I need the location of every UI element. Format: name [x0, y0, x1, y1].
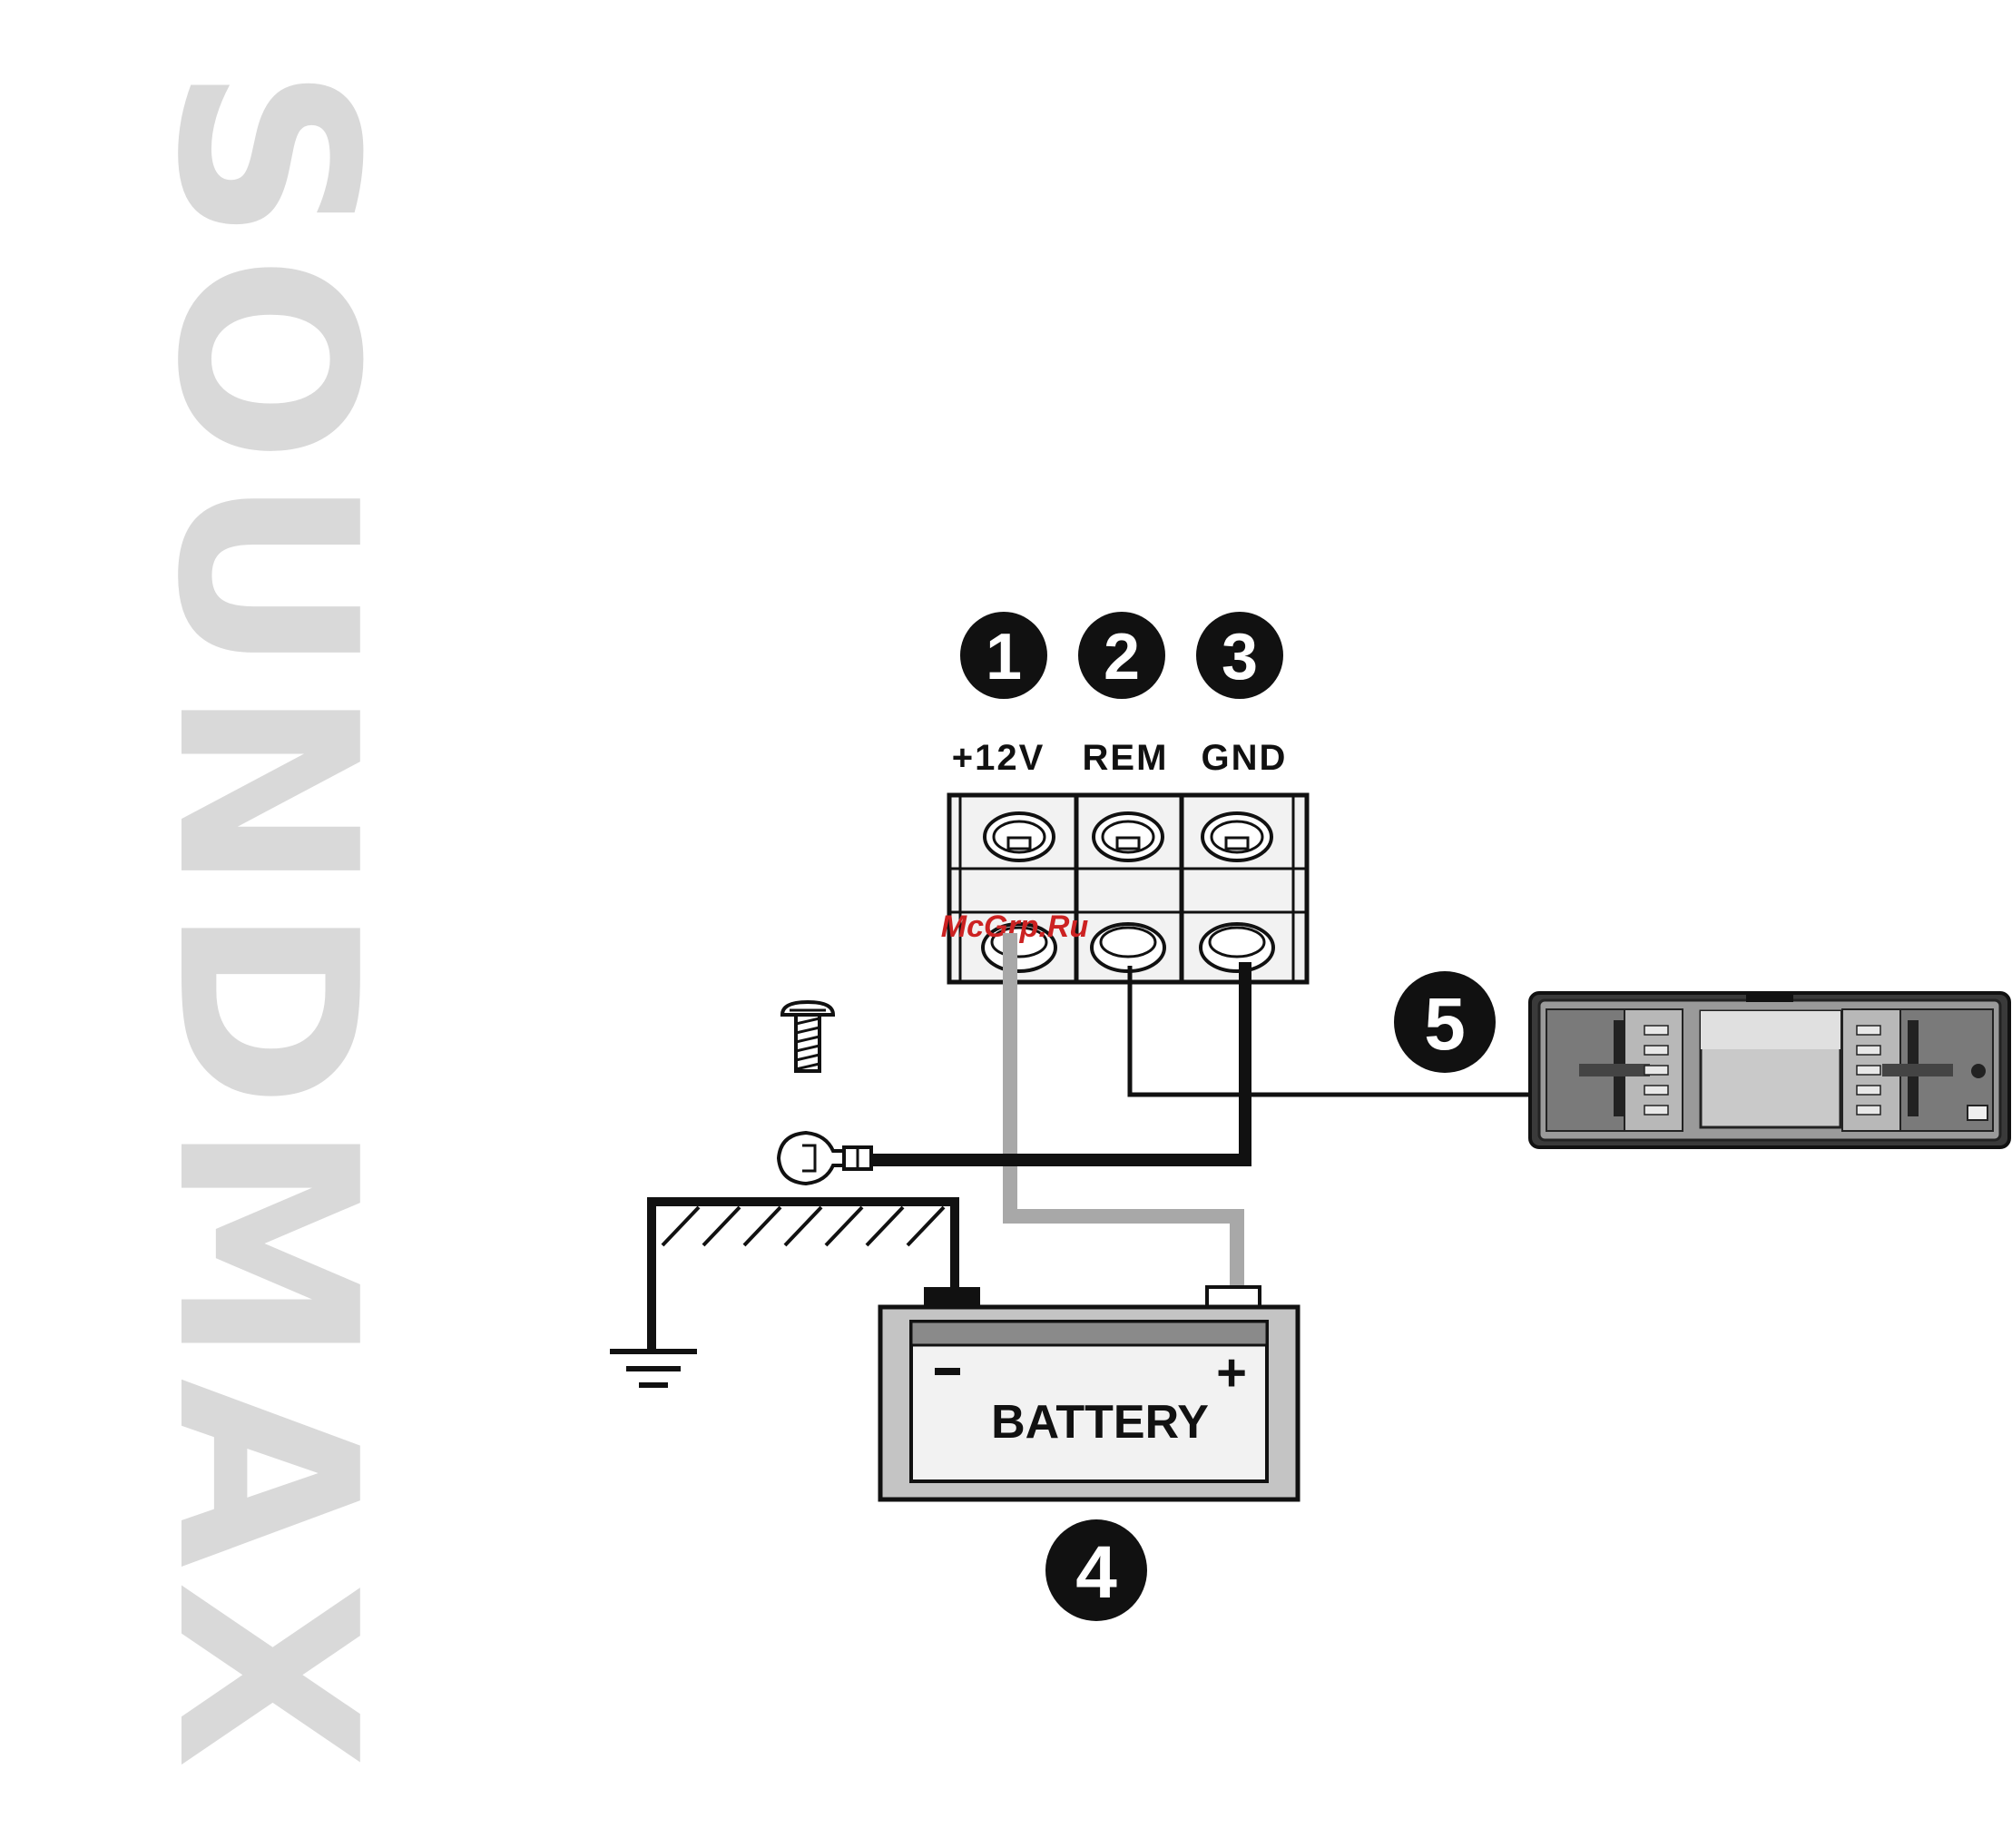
brand-logo: SOUNDMAX	[123, 65, 409, 1782]
head-unit-icon	[1530, 993, 2009, 1147]
battery-negative-post	[924, 1287, 980, 1307]
screw-icon	[782, 1002, 833, 1071]
callout-5: 5	[1394, 971, 1496, 1073]
ring-terminal-icon	[779, 1133, 871, 1184]
callout-2-number: 2	[1104, 621, 1140, 693]
terminal-label-12v: +12V	[952, 738, 1045, 778]
callout-4-number: 4	[1075, 1531, 1117, 1614]
terminal-label-rem: REM	[1083, 738, 1169, 778]
battery: + BATTERY	[880, 1287, 1298, 1499]
callout-5-number: 5	[1424, 983, 1466, 1066]
callout-2: 2	[1078, 612, 1165, 699]
terminal-screw-top-rem	[1094, 813, 1163, 860]
ground-wire	[873, 962, 1245, 1160]
terminal-hole-rem	[1092, 924, 1164, 971]
callout-3-number: 3	[1222, 621, 1258, 693]
callout-1-number: 1	[986, 621, 1022, 693]
terminal-screw-top-gnd	[1202, 813, 1271, 860]
callout-1: 1	[960, 612, 1047, 699]
power-wire	[1010, 933, 1237, 1289]
battery-positive-post	[1207, 1287, 1260, 1307]
ground-symbol-icon	[610, 1352, 697, 1385]
callout-3: 3	[1196, 612, 1283, 699]
callout-4: 4	[1045, 1519, 1147, 1621]
terminal-hole-gnd	[1201, 924, 1273, 971]
terminal-label-gnd: GND	[1202, 738, 1288, 778]
battery-label: BATTERY	[991, 1396, 1209, 1449]
terminal-screw-top-12v	[985, 813, 1054, 860]
battery-plus-sign: +	[1216, 1343, 1247, 1402]
